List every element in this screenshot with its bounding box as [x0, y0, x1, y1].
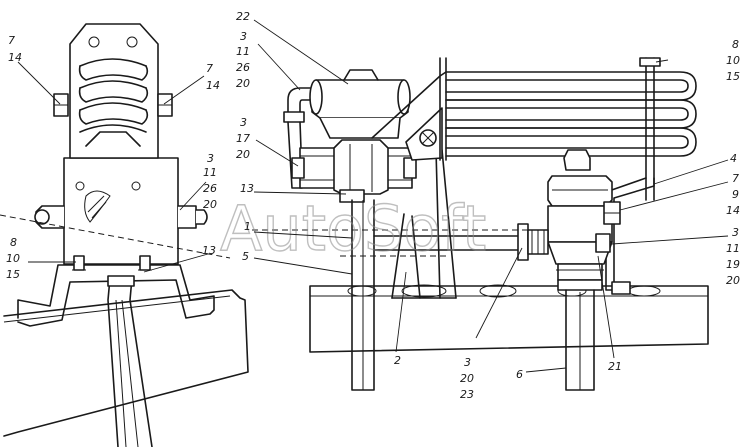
callout-line: 20	[726, 274, 740, 287]
bracket-2	[391, 149, 457, 299]
leader-lines	[17, 19, 729, 373]
callout-5: 5	[242, 250, 249, 263]
watermark-text: AutoSoft	[220, 192, 486, 265]
callout-line: 3	[240, 116, 247, 129]
callout-line: 3	[732, 226, 739, 239]
callout-line: 21	[608, 360, 622, 373]
callout-7-14-left: 7 14	[8, 34, 22, 64]
callout-line: 9	[732, 188, 739, 201]
callout-line: 2	[394, 354, 401, 367]
callout-line: 10	[726, 54, 740, 67]
callout-3-20-23: 3 20 23	[460, 356, 474, 401]
callout-line: 23	[460, 388, 474, 401]
callout-7-14-mid: 7 14	[206, 62, 220, 92]
top-valve-housing	[311, 79, 409, 119]
callout-line: 15	[6, 268, 20, 281]
coil-strap	[645, 57, 655, 201]
right-valve	[547, 149, 631, 391]
callout-line: 8	[732, 38, 739, 51]
left-cap	[69, 23, 159, 159]
callout-line: 7	[206, 62, 213, 75]
callout-line: 20	[460, 372, 474, 385]
inlet-elbow	[287, 87, 311, 113]
callout-line: 7	[732, 172, 739, 185]
callout-8-10-15-right: 8 10 15	[726, 38, 740, 83]
callout-line: 6	[516, 368, 523, 381]
cooler-coil	[445, 71, 697, 157]
left-bracket	[17, 264, 215, 327]
callout-line: 17	[236, 132, 250, 145]
callout-line: 5	[242, 250, 249, 263]
callout-3-11-19-20: 3 11 19 20	[726, 226, 740, 287]
callout-line: 20	[236, 77, 250, 90]
callout-line: 13	[202, 244, 216, 257]
callout-7-9-14: 7 9 14	[726, 172, 740, 217]
callout-8-10-15-left: 8 10 15	[6, 236, 20, 281]
callout-13-mid: 13	[240, 182, 254, 195]
callout-3-11-26-20-left: 3 11 26 20	[203, 152, 217, 211]
left-valve-body	[63, 157, 179, 265]
callout-line: 13	[240, 182, 254, 195]
callout-13-left: 13	[202, 244, 216, 257]
callout-line: 11	[726, 242, 740, 255]
callout-line: 11	[236, 45, 250, 58]
callout-line: 7	[8, 34, 15, 47]
callout-line: 4	[730, 152, 737, 165]
callout-1: 1	[244, 220, 251, 233]
callout-22: 22	[236, 10, 250, 23]
callout-line: 3	[464, 356, 471, 369]
callout-line: 19	[726, 258, 740, 271]
callout-line: 15	[726, 70, 740, 83]
callout-6: 6	[516, 368, 523, 381]
connect-pipe	[373, 235, 521, 251]
callout-line: 14	[206, 79, 220, 92]
callout-line: 20	[203, 198, 217, 211]
callout-line: 3	[207, 152, 214, 165]
callout-line: 14	[8, 51, 22, 64]
callout-line: 3	[240, 30, 247, 43]
left-view	[0, 23, 249, 447]
callout-line: 20	[236, 148, 250, 161]
callout-4: 4	[730, 152, 737, 165]
callout-2: 2	[394, 354, 401, 367]
callout-line: 26	[236, 61, 250, 74]
callout-line: 14	[726, 204, 740, 217]
callout-3-11-26-20-top: 3 11 26 20	[236, 30, 250, 90]
right-view	[252, 57, 709, 391]
callout-line: 1	[244, 220, 251, 233]
callout-line: 11	[203, 166, 217, 179]
callout-21: 21	[608, 360, 622, 373]
left-frame-rail	[3, 289, 249, 437]
callout-line: 10	[6, 252, 20, 265]
callout-3-17-20: 3 17 20	[236, 116, 250, 161]
callout-line: 8	[10, 236, 17, 249]
callout-line: 26	[203, 182, 217, 195]
callout-line: 22	[236, 10, 250, 23]
